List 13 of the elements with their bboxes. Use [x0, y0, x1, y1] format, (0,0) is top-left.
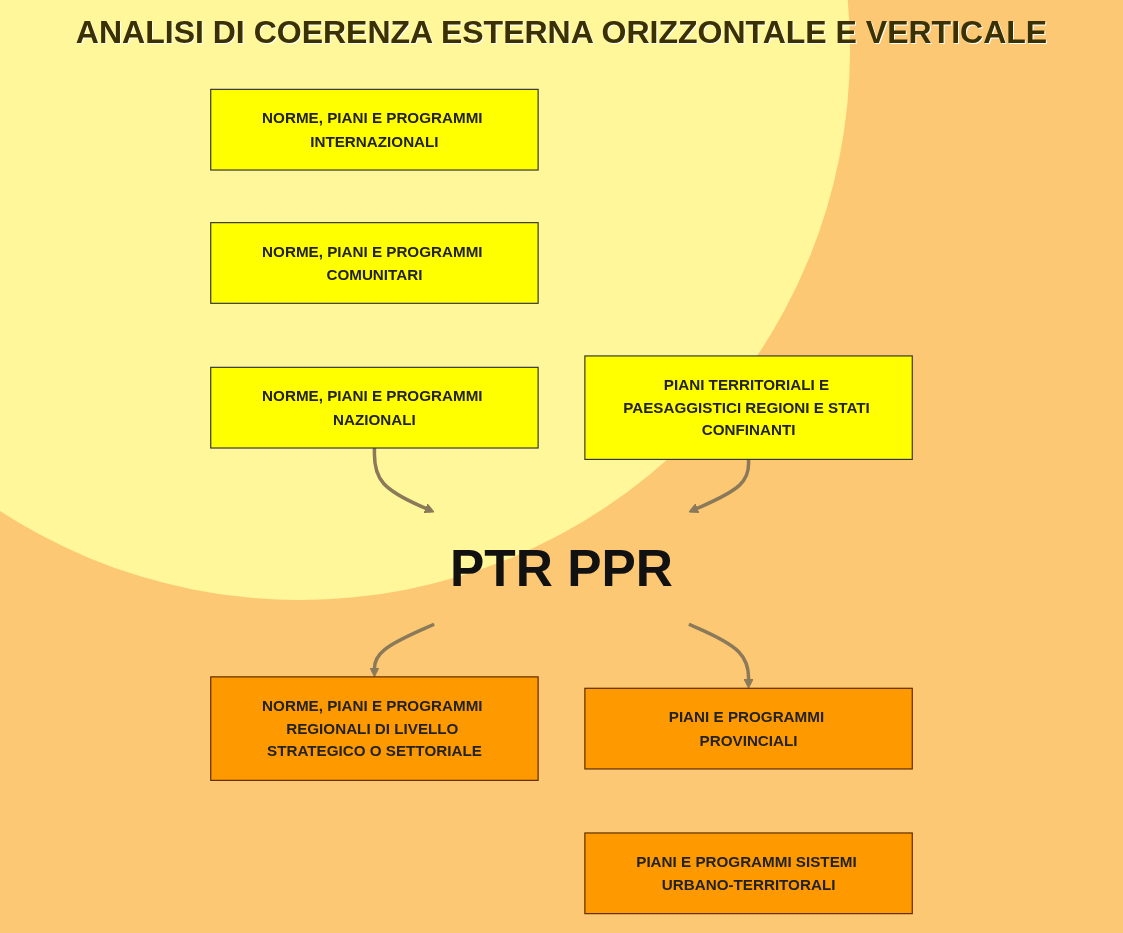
- node-box: PIANI E PROGRAMMI PROVINCIALI: [584, 687, 913, 770]
- node-box: NORME, PIANI E PROGRAMMI COMUNITARI: [210, 222, 539, 304]
- node-box: NORME, PIANI E PROGRAMMI REGIONALI DI LIVELLO STRATEGICO O SETTORIALE: [210, 676, 539, 781]
- node-box: NORME, PIANI E PROGRAMMI NAZIONALI: [210, 366, 539, 449]
- node-box: NORME, PIANI E PROGRAMMI INTERNAZIONALI: [210, 88, 539, 171]
- title: ANALISI DI COERENZA ESTERNA ORIZZONTALE E VERTICALE: [74, 14, 1049, 51]
- node-text: PTR PPR: [450, 538, 673, 597]
- arrow: [688, 622, 754, 689]
- arrow: [369, 622, 435, 678]
- arrow: [688, 459, 751, 513]
- arrow: [372, 448, 435, 513]
- node-box: PIANI E PROGRAMMI SISTEMI URBANO-TERRITORALI: [584, 832, 913, 915]
- node-box: PIANI TERRITORIALI E PAESAGGISTICI REGIONI E STATI CONFINANTI: [584, 355, 913, 460]
